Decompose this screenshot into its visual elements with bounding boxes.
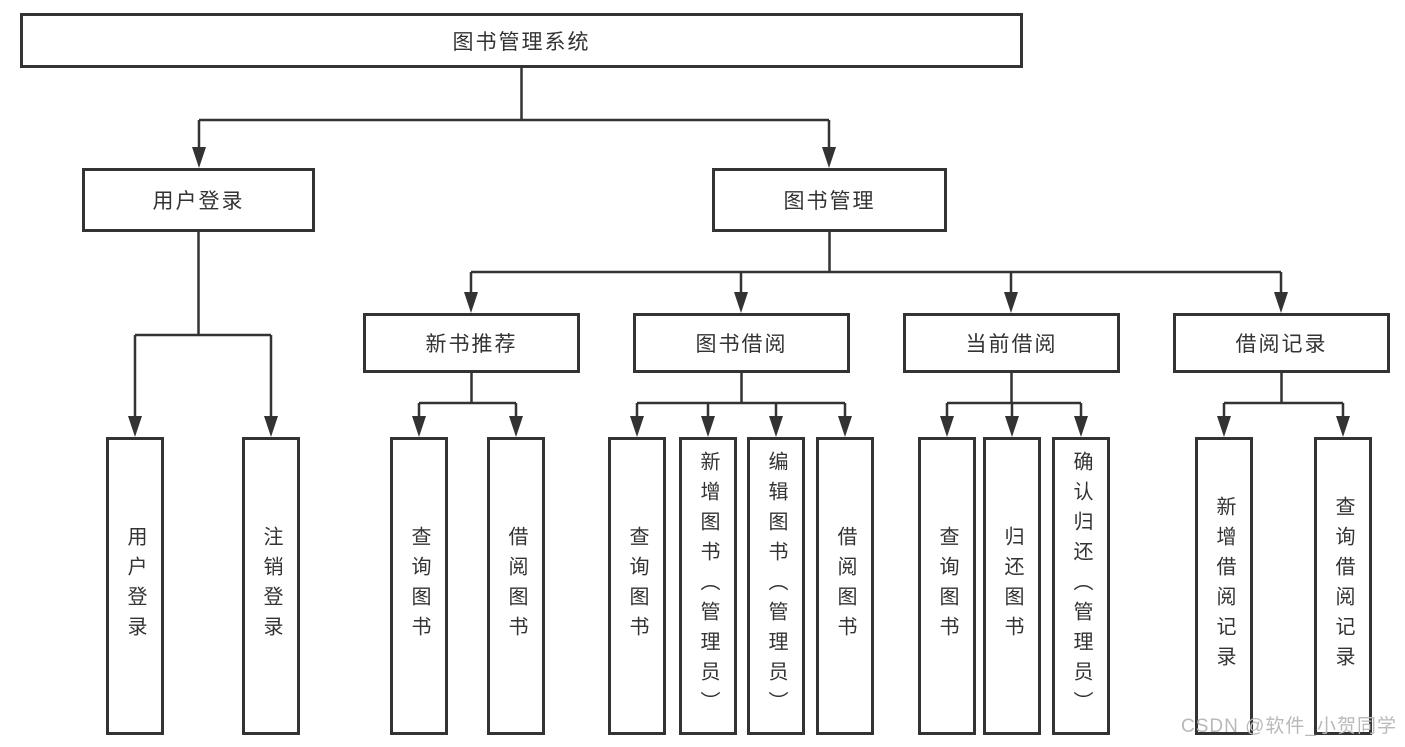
leaf-newbook-query-books: 查询图书 xyxy=(390,437,448,735)
connector-root xyxy=(197,68,831,150)
connector-user-login xyxy=(133,232,273,419)
connector-book-borrowing xyxy=(635,373,847,419)
leaf-borrowing-query-books: 查询图书 xyxy=(608,437,666,735)
connector-borrowing-records xyxy=(1222,373,1345,419)
group-borrowing-records: 借阅记录 xyxy=(1173,313,1390,373)
leaf-newbook-borrow-books: 借阅图书 xyxy=(487,437,545,735)
leaf-return-books: 归还图书 xyxy=(983,437,1041,735)
leaf-user-login: 用户登录 xyxy=(106,437,164,735)
leaf-add-book-admin: 新增图书（管理员） xyxy=(679,437,737,735)
connector-new-book-recommendation xyxy=(417,373,518,419)
leaf-logout: 注销登录 xyxy=(242,437,300,735)
leaf-current-query-books: 查询图书 xyxy=(918,437,976,735)
connector-book-management xyxy=(469,232,1283,295)
branch-user-login: 用户登录 xyxy=(82,168,315,232)
leaf-borrowing-borrow-books: 借阅图书 xyxy=(816,437,874,735)
branch-book-management: 图书管理 xyxy=(712,168,947,232)
leaf-add-borrow-record: 新增借阅记录 xyxy=(1195,437,1253,735)
root-node: 图书管理系统 xyxy=(20,13,1023,68)
group-current-borrowing: 当前借阅 xyxy=(903,313,1120,373)
group-new-book-recommendation: 新书推荐 xyxy=(363,313,580,373)
connector-current-borrowing xyxy=(945,373,1083,419)
group-book-borrowing: 图书借阅 xyxy=(633,313,850,373)
leaf-edit-book-admin: 编辑图书（管理员） xyxy=(747,437,805,735)
leaf-query-borrow-record: 查询借阅记录 xyxy=(1314,437,1372,735)
csdn-watermark: CSDN @软件_小贺同学 xyxy=(1181,716,1397,737)
leaf-confirm-return-admin: 确认归还（管理员） xyxy=(1052,437,1110,735)
